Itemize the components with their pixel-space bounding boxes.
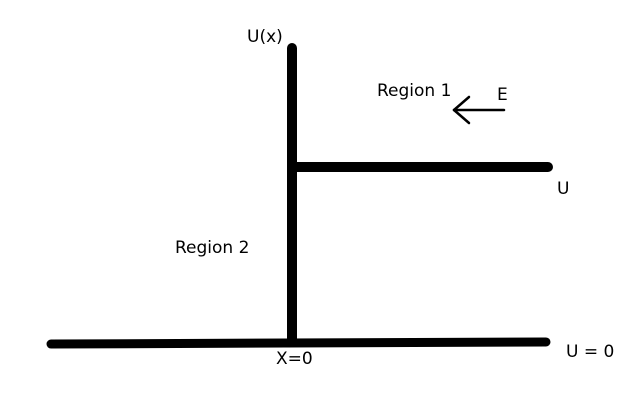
energy-label: E [497, 85, 508, 105]
potential-axis-label: U(x) [247, 27, 283, 47]
step-height-label: U [557, 179, 570, 199]
region-1-label: Region 1 [377, 81, 452, 101]
incident-arrow-icon [452, 95, 506, 125]
region-2-label: Region 2 [175, 238, 250, 258]
origin-label: X=0 [276, 349, 313, 369]
ground-level-label: U = 0 [566, 342, 615, 362]
ground-line [46, 337, 551, 349]
